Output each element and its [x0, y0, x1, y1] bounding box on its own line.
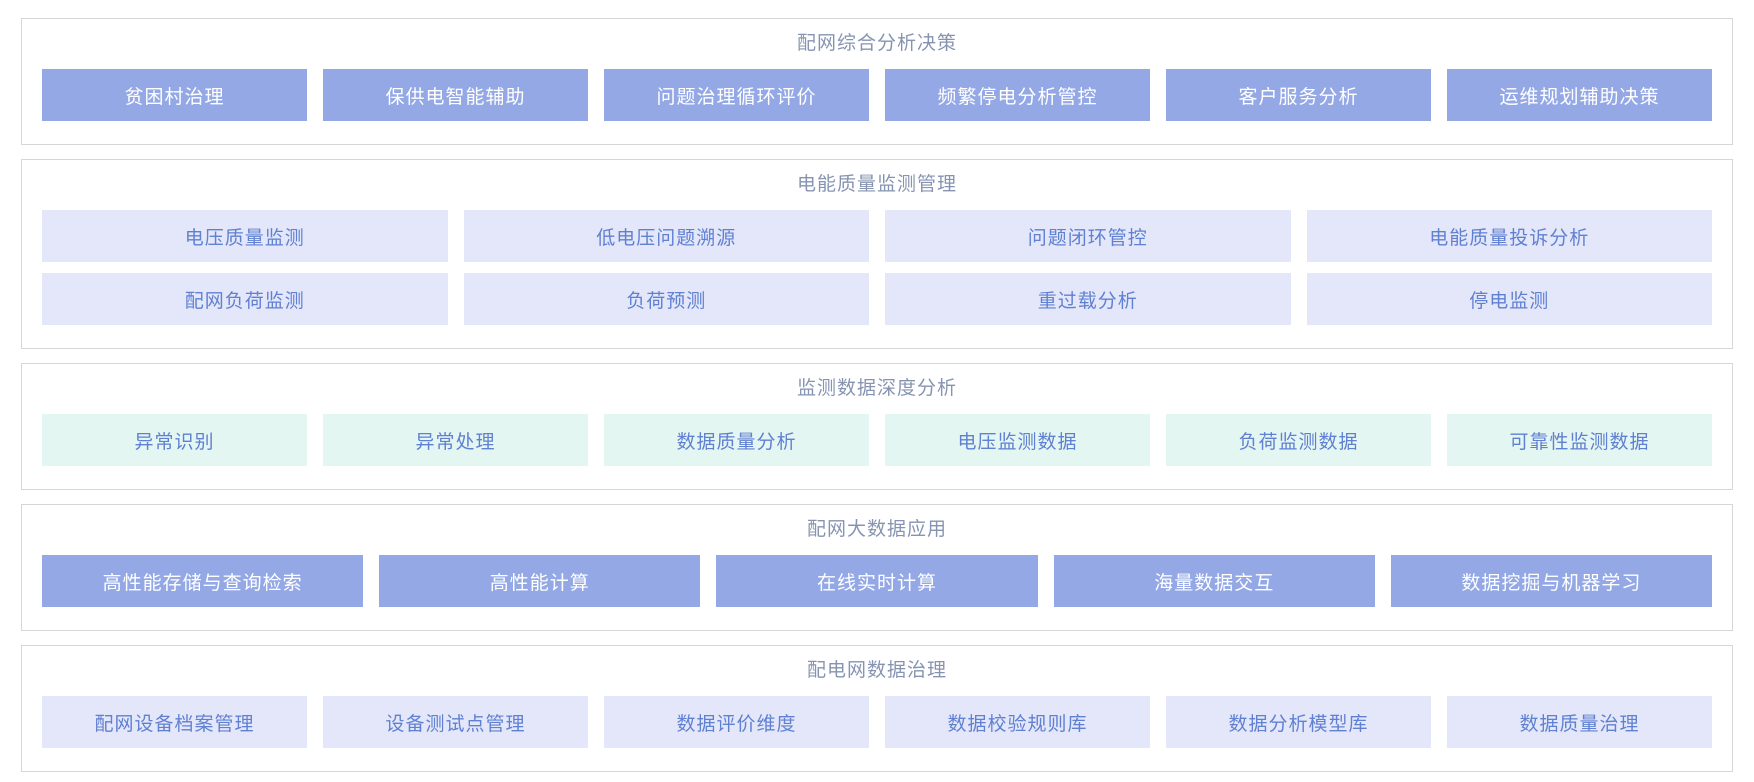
module-tile[interactable]: 配网设备档案管理	[42, 696, 307, 748]
section-card-comprehensive-analysis-decision: 配网综合分析决策贫困村治理保供电智能辅助问题治理循环评价频繁停电分析管控客户服务…	[21, 18, 1733, 145]
section-title: 监测数据深度分析	[796, 378, 957, 399]
module-tile[interactable]: 电压质量监测	[42, 210, 448, 262]
module-tile[interactable]: 问题闭环管控	[885, 210, 1291, 262]
module-tile[interactable]: 重过载分析	[885, 273, 1291, 325]
module-tile[interactable]: 高性能存储与查询检索	[42, 555, 364, 607]
module-tile[interactable]: 贫困村治理	[42, 69, 307, 121]
section-title: 配电网数据治理	[806, 660, 947, 681]
module-tile[interactable]: 问题治理循环评价	[604, 69, 869, 121]
section-card-monitoring-data-deep-analysis: 监测数据深度分析异常识别异常处理数据质量分析电压监测数据负荷监测数据可靠性监测数…	[21, 363, 1733, 490]
section-title: 配网大数据应用	[806, 519, 947, 540]
module-tile[interactable]: 电能质量投诉分析	[1306, 210, 1712, 262]
module-tile[interactable]: 海量数据交互	[1053, 555, 1375, 607]
tile-row: 贫困村治理保供电智能辅助问题治理循环评价频繁停电分析管控客户服务分析运维规划辅助…	[42, 69, 1712, 121]
module-tile[interactable]: 设备测试点管理	[323, 696, 588, 748]
section-card-power-quality-monitoring: 电能质量监测管理电压质量监测低电压问题溯源问题闭环管控电能质量投诉分析配网负荷监…	[21, 159, 1733, 349]
tile-row: 配网设备档案管理设备测试点管理数据评价维度数据校验规则库数据分析模型库数据质量治…	[42, 696, 1712, 748]
tile-row: 配网负荷监测负荷预测重过载分析停电监测	[42, 273, 1712, 325]
module-tile[interactable]: 保供电智能辅助	[323, 69, 588, 121]
module-tile[interactable]: 运维规划辅助决策	[1447, 69, 1712, 121]
section-card-distribution-big-data: 配网大数据应用高性能存储与查询检索高性能计算在线实时计算海量数据交互数据挖掘与机…	[21, 504, 1733, 631]
module-tile[interactable]: 低电压问题溯源	[463, 210, 869, 262]
module-tile[interactable]: 频繁停电分析管控	[885, 69, 1150, 121]
module-tile[interactable]: 配网负荷监测	[42, 273, 448, 325]
module-tile[interactable]: 高性能计算	[379, 555, 701, 607]
module-tile[interactable]: 在线实时计算	[716, 555, 1038, 607]
module-tile[interactable]: 数据评价维度	[604, 696, 869, 748]
tile-row: 电压质量监测低电压问题溯源问题闭环管控电能质量投诉分析	[42, 210, 1712, 262]
section-title: 配网综合分析决策	[796, 33, 957, 54]
module-tile[interactable]: 数据分析模型库	[1166, 696, 1431, 748]
module-tile[interactable]: 数据质量治理	[1447, 696, 1712, 748]
module-tile[interactable]: 异常处理	[323, 414, 588, 466]
module-tile[interactable]: 负荷预测	[463, 273, 869, 325]
module-tile[interactable]: 停电监测	[1306, 273, 1712, 325]
module-tile[interactable]: 数据校验规则库	[885, 696, 1150, 748]
tile-row: 高性能存储与查询检索高性能计算在线实时计算海量数据交互数据挖掘与机器学习	[42, 555, 1713, 607]
module-tile[interactable]: 数据质量分析	[604, 414, 869, 466]
tile-row: 异常识别异常处理数据质量分析电压监测数据负荷监测数据可靠性监测数据	[42, 414, 1712, 466]
module-tile[interactable]: 电压监测数据	[885, 414, 1150, 466]
module-tile[interactable]: 可靠性监测数据	[1447, 414, 1712, 466]
section-card-distribution-data-governance: 配电网数据治理配网设备档案管理设备测试点管理数据评价维度数据校验规则库数据分析模…	[21, 645, 1733, 772]
module-tile[interactable]: 负荷监测数据	[1166, 414, 1431, 466]
module-tile[interactable]: 数据挖掘与机器学习	[1390, 555, 1713, 607]
module-tile[interactable]: 客户服务分析	[1166, 69, 1431, 121]
section-title: 电能质量监测管理	[796, 174, 957, 195]
module-tile[interactable]: 异常识别	[42, 414, 307, 466]
